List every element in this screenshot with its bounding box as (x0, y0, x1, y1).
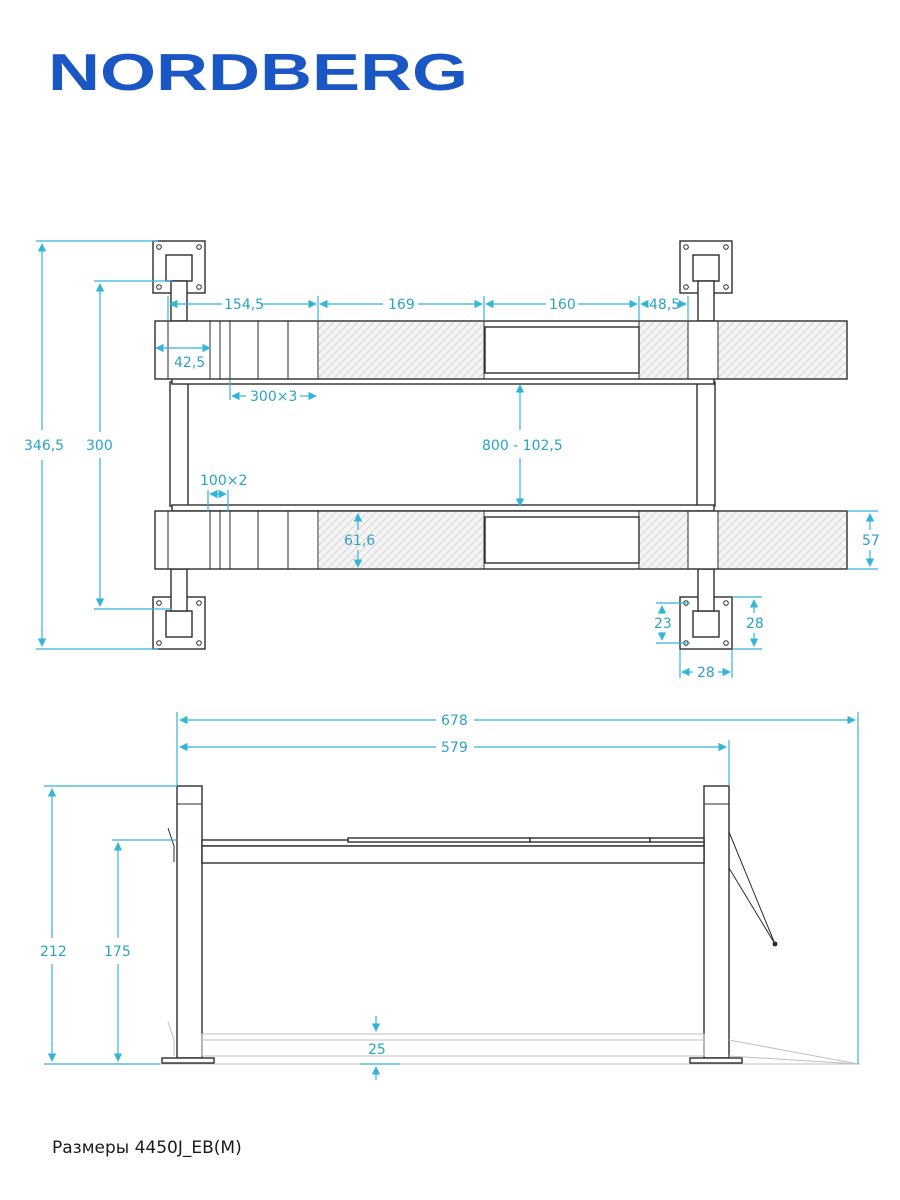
side-view-dimensions: 678 579 212 175 25 (40, 712, 859, 1080)
base-plate-bottom-right (679, 596, 733, 650)
dim-base-width: 28 (697, 665, 715, 681)
dim-front-offset: 154,5 (224, 297, 264, 313)
dim-ramp-section: 169 (388, 297, 415, 313)
dim-base-inner: 23 (654, 616, 672, 632)
foot-left (161, 1057, 215, 1064)
column-right (703, 785, 730, 1059)
runway-rail-bottom (171, 504, 715, 512)
top-view-dimensions: 346,5 300 154,5 169 160 48,5 (24, 240, 880, 681)
post-top-left (170, 280, 188, 322)
dim-overall-length: 678 (441, 713, 468, 729)
side-view: 678 579 212 175 25 (40, 712, 860, 1080)
dim-holes-b: 100×2 (200, 473, 247, 489)
foot-right (689, 1057, 743, 1064)
cross-beam-right (696, 381, 716, 507)
platform-raised (201, 845, 705, 864)
dim-gap-between: 800 - 102,5 (482, 438, 563, 454)
top-view: 346,5 300 154,5 169 160 48,5 (24, 240, 880, 681)
dim-runway-width-inner: 61,6 (344, 533, 375, 549)
cross-beam-left (169, 381, 189, 507)
dim-min-height: 25 (368, 1042, 386, 1058)
post-bottom-left (170, 568, 188, 612)
brand-logo: NORDBERG (48, 48, 468, 92)
dim-base-height: 28 (746, 616, 764, 632)
dim-runway-stub: 42,5 (174, 355, 205, 371)
dim-rear-section: 48,5 (649, 297, 680, 313)
drawing-caption: Размеры 4450J_EB(M) (52, 1138, 242, 1158)
dim-max-height: 212 (40, 944, 67, 960)
dim-runway-width: 57 (862, 533, 880, 549)
dim-column-span: 300 (86, 438, 113, 454)
post-bottom-right (697, 568, 715, 612)
base-plate-top-left (152, 240, 206, 294)
dim-holes-a: 300×3 (250, 389, 297, 405)
runway-top (154, 320, 848, 380)
column-left (176, 785, 203, 1059)
brand-logo-text: NORDBERG (48, 48, 468, 92)
dim-mid-section: 160 (549, 297, 576, 313)
runway-bottom (154, 510, 848, 570)
dim-overall-depth: 346,5 (24, 438, 64, 454)
dim-lift-height: 175 (104, 944, 131, 960)
post-top-right (697, 280, 715, 322)
dim-column-distance: 579 (441, 740, 468, 756)
